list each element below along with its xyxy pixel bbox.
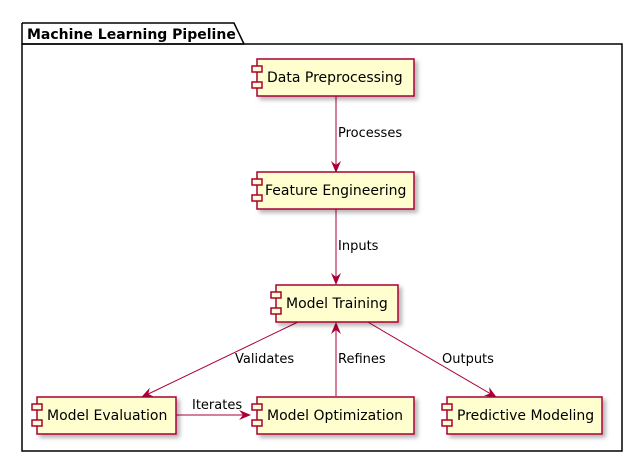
component-model-evaluation[interactable]: Model Evaluation [31,396,177,435]
package-machine-learning-pipeline: Machine Learning Pipeline [21,22,623,452]
edge-label-processes: Processes [338,126,402,141]
edge-label-inputs: Inputs [338,239,379,254]
package-title: Machine Learning Pipeline [27,27,236,43]
component-feature-engineering[interactable]: Feature Engineering [251,171,415,210]
component-label: Model Evaluation [47,408,167,424]
component-predictive-modeling[interactable]: Predictive Modeling [441,396,603,435]
edge-label-refines: Refines [338,352,386,367]
edge-label-outputs: Outputs [442,352,494,367]
component-label: Data Preprocessing [267,70,403,86]
component-data-preprocessing[interactable]: Data Preprocessing [251,58,415,97]
component-model-optimization[interactable]: Model Optimization [251,396,415,435]
edge-outputs [365,320,497,398]
package-frame [21,43,623,452]
edge-label-iterates: Iterates [192,398,242,413]
component-label: Model Training [286,296,388,312]
edge-label-validates: Validates [235,352,294,367]
component-label: Predictive Modeling [457,408,594,424]
component-label: Model Optimization [267,408,403,424]
component-model-training[interactable]: Model Training [270,284,399,323]
component-label: Feature Engineering [265,183,406,199]
package-tab [22,22,245,45]
edge-validates [141,320,301,398]
edges: Processes Inputs Validates Refines Outpu… [141,96,497,420]
